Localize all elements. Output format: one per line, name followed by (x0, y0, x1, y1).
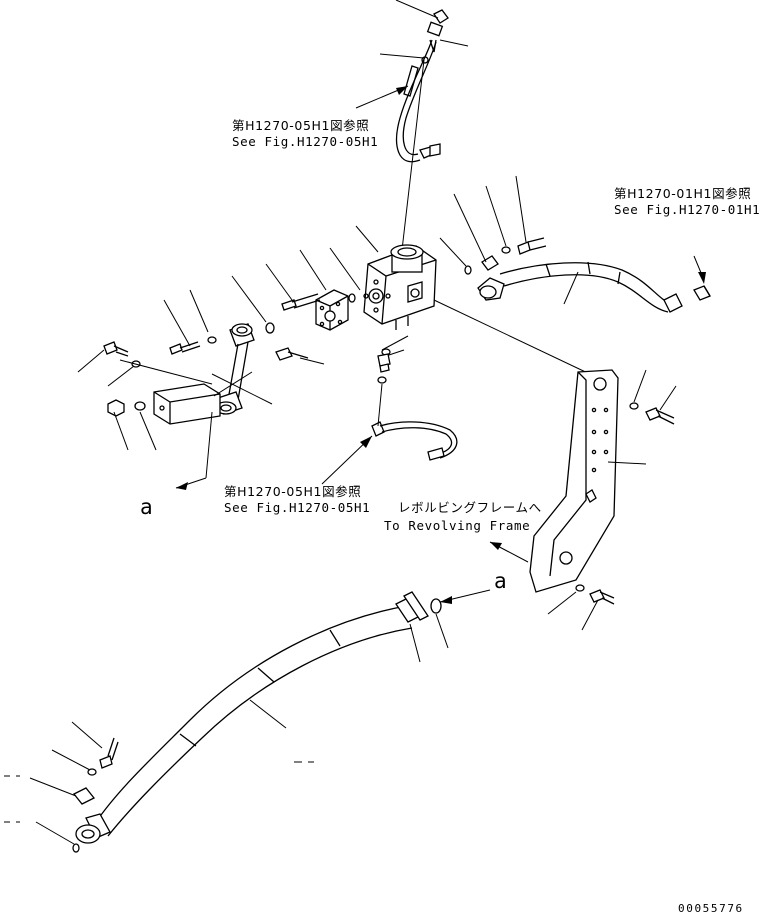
mounting-bracket (529, 369, 619, 593)
valve-block (363, 244, 437, 330)
flange-o-ring (265, 322, 275, 334)
o-rings (348, 265, 472, 384)
leader-lines-upper-right (453, 175, 706, 305)
upper-right-hose (477, 261, 711, 313)
ref-top-jp: 第H1270-05H1図参照 (232, 118, 369, 133)
ref-right-en: See Fig.H1270-01H1 (614, 202, 760, 217)
elbow-fitting (275, 347, 309, 361)
adapter-fitting (377, 353, 391, 373)
ref-mid-en: See Fig.H1270-05H1 (224, 500, 370, 515)
bracket-bolts (575, 402, 675, 605)
ref-top-en: See Fig.H1270-05H1 (232, 134, 378, 149)
flange-bolt (281, 293, 321, 311)
top-fitting-assembly (396, 9, 449, 163)
left-bolts (103, 336, 217, 417)
marker-a-left: a (140, 495, 153, 519)
marker-a-right: a (494, 569, 507, 593)
revolving-frame-jp: レボルビングフレームへ (398, 500, 542, 515)
split-flange (315, 289, 349, 331)
leader-lines-center (321, 435, 373, 485)
ref-mid-jp: 第H1270-05H1図参照 (224, 484, 361, 499)
callout-dashes (4, 761, 314, 823)
upper-right-clamp (481, 237, 547, 271)
leader-lines-left (77, 249, 327, 490)
large-lower-hose (75, 591, 442, 844)
small-hose-center (371, 383, 458, 461)
leader-lines-valve (329, 225, 595, 377)
leader-lines-lower (29, 589, 491, 845)
lower-hose-clamp (72, 737, 119, 853)
tube-assembly (215, 323, 255, 415)
leader-lines-bracket (489, 369, 677, 631)
leader-lines-top (355, 0, 469, 251)
revolving-frame-en: To Revolving Frame (384, 518, 530, 533)
drawing-number: 00055776 (678, 902, 744, 915)
ref-right-jp: 第H1270-01H1図参照 (614, 186, 751, 201)
tube-bracket (153, 383, 221, 425)
